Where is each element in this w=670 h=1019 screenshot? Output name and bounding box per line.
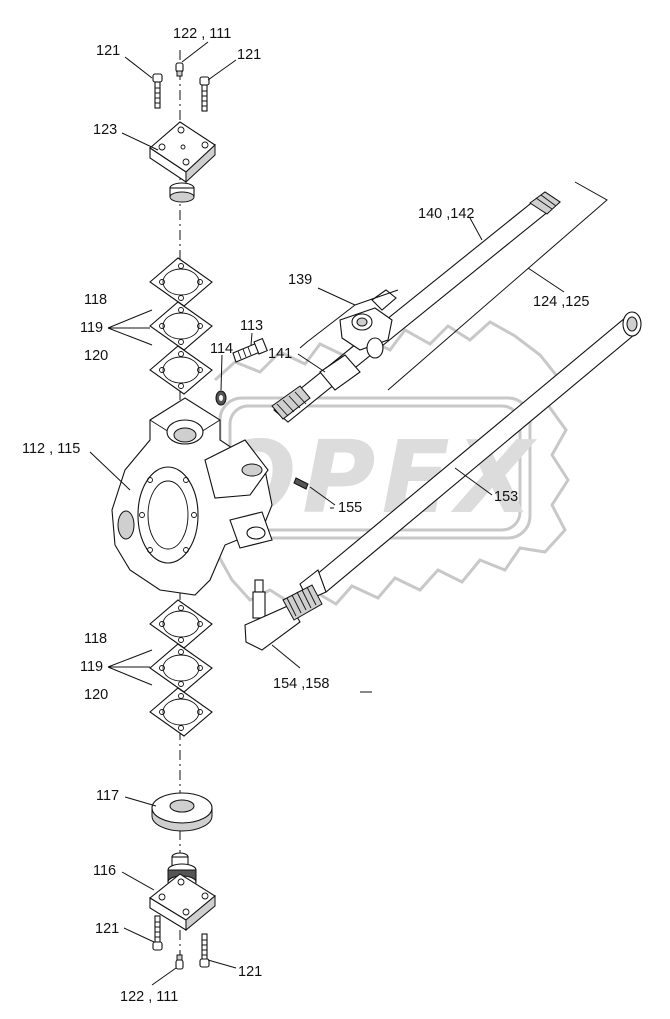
shim-stack-lower (149, 599, 213, 737)
callout-labels: 121 122 , 111 121 123 140 ,142 139 124 ,… (22, 26, 589, 1005)
bolt-113 (232, 337, 268, 363)
bolt-top-right (199, 76, 210, 112)
grease-fitting-155 (293, 477, 309, 490)
grease-nipple-bottom (175, 954, 184, 970)
steering-knuckle (111, 397, 273, 596)
grease-nipple-top (175, 62, 184, 77)
label-155: 155 (338, 500, 362, 516)
label-121-bottom-left: 121 (95, 921, 119, 937)
kingpin-cap-bottom (149, 852, 216, 932)
label-124-125: 124 ,125 (533, 294, 589, 310)
label-122-111-bottom: 122 , 111 (120, 989, 178, 1005)
label-117: 117 (96, 788, 119, 804)
label-121-top-right: 121 (237, 47, 261, 63)
label-114: 114 (210, 341, 233, 357)
label-121-top-left: 121 (96, 43, 120, 59)
label-121-bottom-right: 121 (238, 964, 262, 980)
label-139: 139 (288, 272, 312, 288)
bolt-top-left (152, 73, 163, 109)
label-118-lower: 118 (84, 631, 107, 647)
opex-watermark: OPEX (211, 320, 570, 606)
label-116: 116 (93, 863, 116, 879)
leader-lines (89, 41, 608, 986)
washer-114 (215, 390, 227, 406)
steering-shaft-140 (271, 191, 561, 423)
bolt-bottom-left (152, 915, 163, 951)
shim-stack-upper (149, 257, 213, 395)
label-122-111-top: 122 , 111 (173, 26, 231, 42)
tie-rod-end-154 (244, 579, 323, 651)
label-120-lower: 120 (84, 687, 108, 703)
label-153: 153 (494, 489, 518, 505)
universal-joint-139 (319, 289, 397, 391)
label-118-upper: 118 (84, 292, 107, 308)
label-123: 123 (93, 122, 117, 138)
label-154-158: 154 ,158 (273, 676, 329, 692)
label-141: 141 (268, 346, 292, 362)
label-113: 113 (240, 318, 263, 334)
kingpin-cap-top (149, 121, 216, 203)
label-119-lower: 119 (80, 659, 103, 675)
thrust-washer-117 (151, 792, 213, 832)
bolt-bottom-right (199, 933, 210, 968)
label-120-upper: 120 (84, 348, 108, 364)
label-119-upper: 119 (80, 320, 103, 336)
label-140-142: 140 ,142 (418, 206, 474, 222)
label-112-115: 112 , 115 (22, 441, 80, 457)
